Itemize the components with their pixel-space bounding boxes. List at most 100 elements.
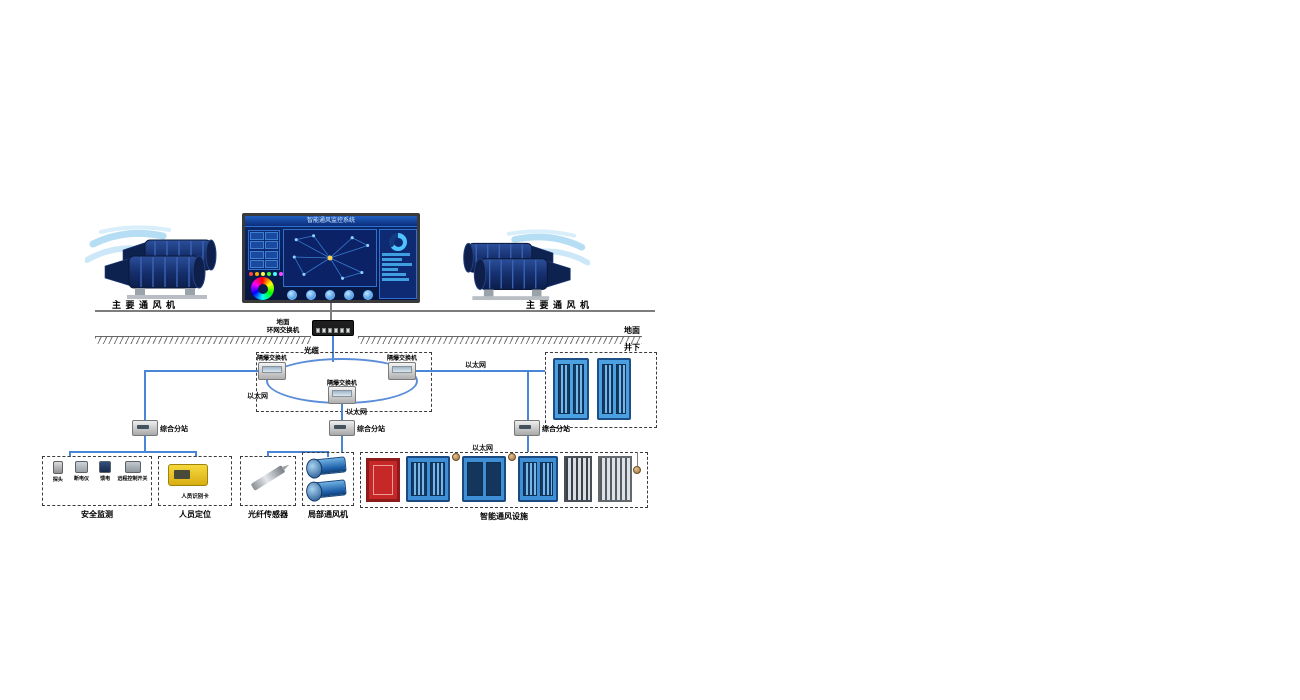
cabinet-slat (411, 462, 427, 496)
panel-cell (264, 232, 278, 240)
safety-item-3-label: 馈电 (100, 476, 111, 482)
cabinet-slat (558, 364, 570, 414)
color-dot (267, 272, 271, 276)
net-line-right-h (416, 370, 545, 372)
bus-1 (69, 451, 197, 453)
bus-1-drop-a (69, 451, 71, 457)
dashboard-icon (343, 289, 354, 300)
stat-bar (382, 253, 410, 256)
color-dot (255, 272, 259, 276)
surface-ring-switch-icon (312, 320, 354, 336)
fire-door-icon (366, 458, 400, 502)
substation-2-icon (329, 420, 355, 436)
screen-left-panel (248, 230, 280, 270)
substation-2-label: 综合分站 (357, 426, 385, 433)
safety-group-label: 安全监测 (81, 510, 113, 519)
cabinet-slat (539, 462, 553, 496)
color-wheel-icon (251, 277, 274, 300)
screen-color-dots (249, 272, 283, 276)
main-fan-left-label: 主 要 通 风 机 (111, 300, 176, 310)
network-graph-icon (292, 234, 370, 280)
panel-cell (264, 241, 278, 250)
panel-cell (250, 250, 264, 259)
surface-switch-label: 地面 环网交换机 (256, 319, 310, 335)
group-box-localfan (302, 452, 354, 506)
bus-1-drop-b (195, 451, 197, 457)
sub1-drop (144, 436, 146, 452)
net-line-left-h (145, 370, 258, 372)
personnel-device-label: 人员识别卡 (181, 494, 209, 500)
group-box-personnel (158, 456, 232, 506)
main-fan-right-label: 主 要 通 风 机 (525, 300, 590, 310)
donut-chart-icon (389, 233, 407, 251)
net-line-left-v (144, 370, 146, 420)
stat-bar (382, 263, 412, 266)
cabinet-slat (485, 462, 501, 496)
cabinet-slat (467, 462, 483, 496)
ring-switch-bottom-label: 隔爆交换机 (326, 381, 357, 387)
switch-port (322, 328, 326, 333)
hanging-sensor-ball (633, 466, 641, 474)
group-box-safety (42, 456, 152, 506)
color-dot (249, 272, 253, 276)
monitor-screen: 智能通风监控系统 (242, 213, 420, 303)
switch-port (316, 328, 320, 333)
screen-right-panel (379, 229, 417, 299)
group-box-fiber (240, 456, 296, 506)
color-dot (261, 272, 265, 276)
louver-panel-2 (598, 456, 632, 502)
ethernet-label-1: 以太网 (247, 393, 268, 400)
feeder-icon (99, 461, 112, 473)
panel-cell (250, 259, 264, 268)
color-dot (279, 272, 283, 276)
substation-3-label: 综合分站 (542, 426, 570, 433)
panel-cell (250, 232, 264, 240)
personnel-card-reader-icon (168, 464, 208, 486)
ring-switch-right-label: 隔爆交换机 (386, 356, 417, 362)
ground-hatch-left (95, 336, 311, 344)
underground-label: 井下 (624, 343, 640, 352)
surface-switch-label-line1: 地面 (276, 319, 290, 326)
probe-sensor-icon (52, 461, 63, 474)
dashboard-icon (306, 289, 317, 300)
safety-item-4-label: 远程控制开关 (117, 476, 148, 482)
dashboard-icon (362, 289, 373, 300)
stat-bar (382, 258, 402, 261)
switch-port (328, 328, 332, 333)
sub2-drop (341, 436, 343, 452)
safety-item-1: 探头 (46, 461, 70, 483)
underground-cabinet-box (545, 352, 657, 428)
safety-item-2-label: 断电仪 (74, 476, 90, 482)
sub3-drop (527, 436, 529, 452)
safety-items: 探头 断电仪 馈电 远程控制开关 (46, 461, 148, 483)
net-line-mid-v (341, 404, 343, 420)
safety-item-1-label: 探头 (52, 477, 63, 483)
substation-1-label: 综合分站 (160, 426, 188, 433)
vent-cabinet-3 (518, 456, 558, 502)
safety-item-2: 断电仪 (70, 461, 94, 483)
ground-label: 地面 (624, 326, 640, 335)
substation-1-icon (132, 420, 158, 436)
color-wheel-hole (257, 283, 268, 294)
panel-cell (264, 259, 278, 268)
substation-3-icon (514, 420, 540, 436)
donut-hole (393, 237, 403, 247)
underground-cabinet-1 (553, 358, 589, 420)
power-cutoff-icon (75, 461, 88, 473)
switch-port (346, 328, 350, 333)
vent-cabinet-1 (406, 456, 450, 502)
main-fan-left-icon (84, 225, 217, 299)
underground-cabinet-2 (597, 358, 631, 420)
screen-bottom-icons (283, 288, 377, 301)
panel-cell (250, 241, 264, 250)
dashboard-icon (324, 289, 335, 300)
ring-switch-left-icon (258, 362, 286, 380)
ethernet-label-3: 以太网 (346, 409, 367, 416)
optical-cable-label: 光缆 (304, 346, 319, 355)
cable-drop-line (332, 336, 334, 362)
vent-cabinet-2 (462, 456, 506, 502)
safety-item-4: 远程控制开关 (117, 461, 148, 483)
bus-2 (267, 451, 329, 453)
